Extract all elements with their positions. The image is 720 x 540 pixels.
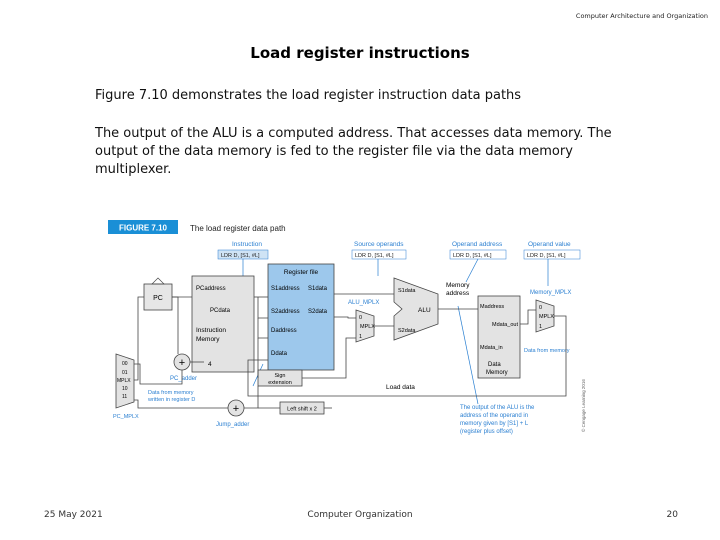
figure-badge-bg [108, 220, 178, 234]
datapath-wires [134, 293, 567, 409]
label-left-shift: Left shift x 2 [287, 407, 317, 413]
label-mux-11: 11 [122, 394, 127, 400]
label-note-3: memory given by [S1] + L [460, 421, 529, 427]
label-pc-data: PCdata [210, 308, 231, 314]
label-pc-mplx: PC_MPLX [113, 414, 139, 420]
footer-page-number: 20 [666, 510, 678, 520]
label-alu: ALU [418, 307, 431, 314]
label-addr-text: LDR D, [S1, #L] [453, 253, 492, 259]
label-mem-mux-0: 0 [539, 305, 542, 311]
label-mplx: MPLX [360, 324, 375, 330]
alu-mux [355, 309, 375, 343]
label-d-data: Ddata [271, 351, 288, 357]
label-data-from-memory-left-2: written in register D [147, 397, 195, 403]
label-data-from-memory-left-1: Data from memory [148, 390, 194, 396]
label-operand-value: Operand value [528, 241, 571, 248]
label-instr-memory-1: Instruction [196, 327, 226, 334]
label-s2-data: S2data [308, 309, 328, 315]
pc-mux [115, 353, 135, 409]
label-memory-address-2: address [446, 290, 470, 297]
label-copyright: © Cengage Learning 2016 [580, 379, 586, 432]
label-s1-data: S1data [308, 286, 328, 292]
pc-clock-triangle [151, 277, 165, 285]
footer-course: Computer Organization [307, 510, 413, 520]
label-data-from-memory-right: Data from memory [524, 348, 570, 354]
label-sign-extension-1: Sign [274, 373, 285, 379]
src-text-box [351, 249, 407, 260]
body-text-paragraph: The output of the ALU is a computed addr… [95, 126, 612, 177]
label-register-file: Register file [284, 269, 319, 276]
jump-adder-plus: + [233, 403, 239, 415]
label-pc-adder: PC_adder [170, 376, 197, 382]
label-note-1: The output of the ALU is the [460, 405, 535, 411]
label-mux-0: 0 [359, 315, 362, 321]
data-memory [477, 295, 521, 379]
label-data-memory-2: Memory [486, 370, 508, 376]
footer-date: 25 May 2021 [44, 510, 103, 520]
pc-register [143, 283, 173, 311]
label-m-address: Maddress [480, 304, 504, 310]
label-load-data: Load data [386, 384, 415, 391]
label-pc-address: PCaddress [196, 286, 226, 292]
label-m-data-out: Mdata_out [492, 322, 518, 328]
alu [393, 277, 439, 341]
load-register-datapath-figure: FIGURE 7.10 The load register data path … [108, 214, 590, 440]
label-operand-address: Operand address [452, 241, 503, 248]
label-pc: PC [153, 295, 163, 302]
label-instruction: Instruction [232, 241, 262, 248]
label-memory-address-1: Memory [446, 282, 470, 289]
label-sign-extension-2: extension [268, 380, 292, 386]
label-s1-data-alu: S1data [398, 288, 416, 294]
label-mplx-left: MPLX [117, 378, 131, 384]
label-jump-adder: Jump_adder [216, 422, 249, 428]
figure-caption: The load register data path [190, 224, 286, 233]
label-val-text: LDR D, [S1, #L] [527, 253, 566, 259]
label-note-4: (register plus offset) [460, 429, 513, 435]
label-instr-text: LDR D, [S1, #L] [221, 253, 260, 259]
instruction-memory [191, 275, 255, 373]
label-m-data-in: Mdata_in [480, 345, 503, 351]
label-mux-01: 01 [122, 370, 128, 376]
course-header: Computer Architecture and Organization [575, 12, 708, 20]
label-s2-data-alu: S2data [398, 328, 416, 334]
label-src-text: LDR D, [S1, #L] [355, 253, 394, 259]
label-mplx-right: MPLX [539, 314, 554, 320]
label-d-address: Daddress [271, 328, 297, 334]
label-alu-mplx: ALU_MPLX [348, 300, 379, 306]
label-memory-mplx: Memory_MPLX [530, 290, 571, 296]
label-s1-address: S1address [271, 286, 300, 292]
label-data-memory-1: Data [488, 362, 501, 368]
label-s2-address: S2address [271, 309, 300, 315]
label-mux-1: 1 [359, 334, 362, 340]
memory-mux [535, 299, 555, 333]
slide-title: Load register instructions [250, 44, 470, 62]
pc-adder-plus: + [179, 357, 185, 369]
label-instr-memory-2: Memory [196, 336, 220, 343]
val-text-box [523, 249, 581, 260]
body-text-line-1: Figure 7.10 demonstrates the load regist… [95, 88, 522, 103]
label-mux-10: 10 [122, 386, 128, 392]
label-source-operands: Source operands [354, 241, 404, 248]
label-mux-00: 00 [122, 361, 128, 367]
figure-badge: FIGURE 7.10 [119, 224, 168, 233]
label-const-4: 4 [208, 361, 212, 368]
label-note-2: address of the operand in [460, 413, 528, 419]
label-mem-mux-1: 1 [539, 324, 542, 330]
